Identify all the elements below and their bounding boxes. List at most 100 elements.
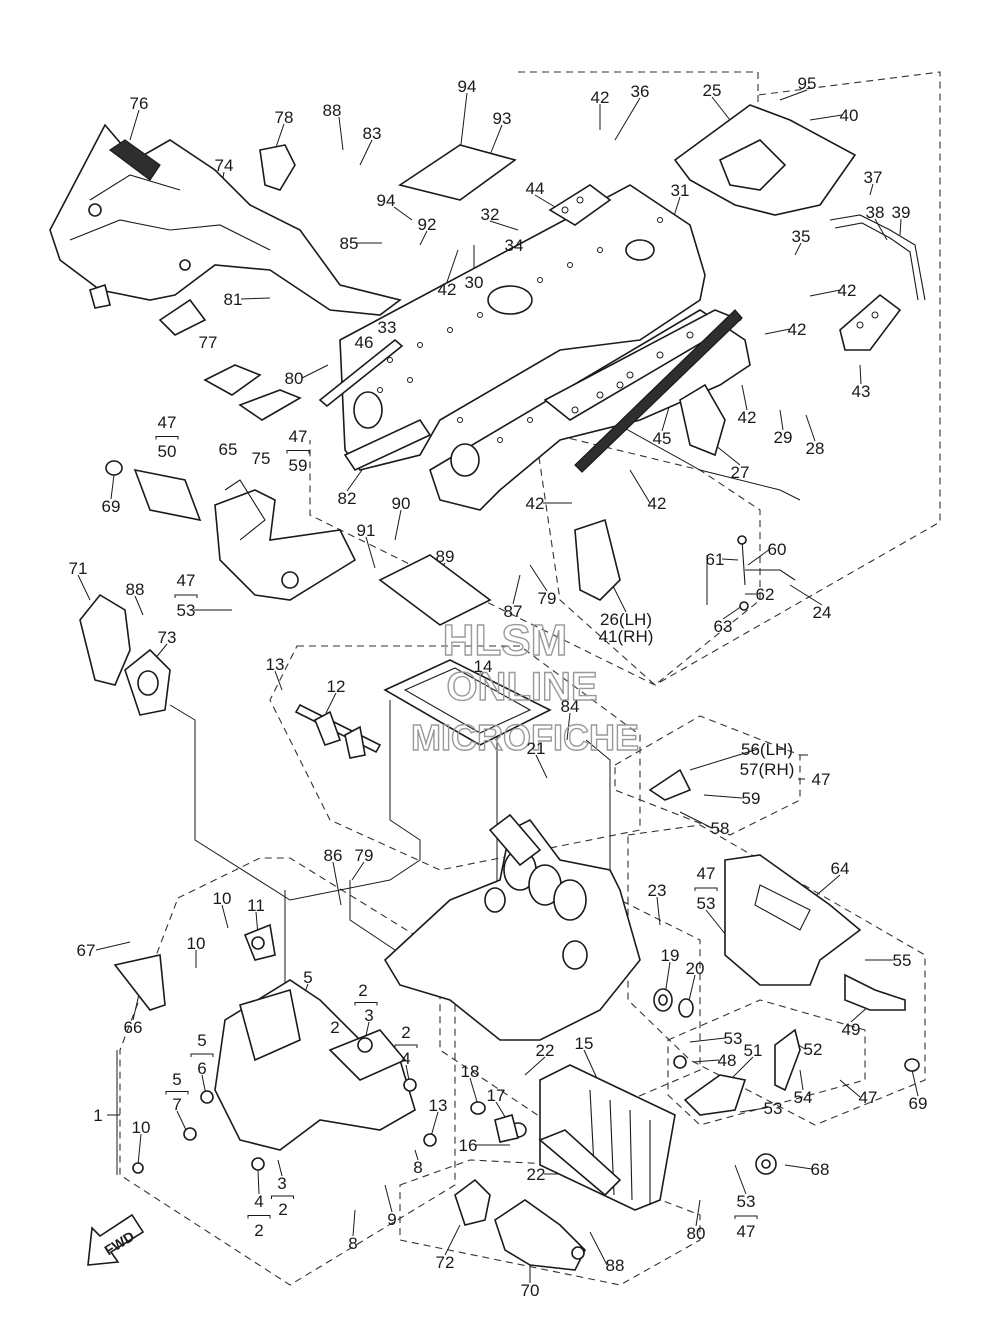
- callout-label-c47c: 47: [177, 571, 196, 590]
- callout-label-c75: 75: [252, 449, 271, 468]
- callout-label-c4a: 4: [401, 1049, 410, 1068]
- callout-label-c79a: 79: [538, 589, 557, 608]
- callout-label-c45: 45: [653, 429, 672, 448]
- callout-label-c68: 68: [811, 1160, 830, 1179]
- callout-label-c47d: 47: [812, 770, 831, 789]
- callout-label-c47f: 47: [859, 1088, 878, 1107]
- callout-label-c14: 14: [474, 657, 493, 676]
- callout-label-c10c: 10: [132, 1118, 151, 1137]
- callout-label-c86: 86: [324, 846, 343, 865]
- callout-label-c73: 73: [158, 628, 177, 647]
- callout-label-c18: 18: [461, 1062, 480, 1081]
- group-bar-5: [394, 1044, 418, 1048]
- callout-label-c2b: 2: [330, 1018, 339, 1037]
- callout-label-c39: 39: [892, 203, 911, 222]
- callout-label-c50: 50: [158, 442, 177, 461]
- callout-label-c42g: 42: [648, 494, 667, 513]
- callout-label-c61: 61: [706, 550, 725, 569]
- callout-label-c72: 72: [436, 1253, 455, 1272]
- callout-label-c92: 92: [418, 215, 437, 234]
- callout-label-c80a: 80: [285, 369, 304, 388]
- callout-label-c2e: 2: [254, 1221, 263, 1240]
- callout-label-c3a: 3: [364, 1006, 373, 1025]
- callout-label-c52: 52: [804, 1040, 823, 1059]
- plate-77-75: [203, 364, 302, 421]
- group-bar-0: [155, 436, 179, 440]
- callout-label-c58: 58: [711, 819, 730, 838]
- callout-label-c12: 12: [327, 677, 346, 696]
- callout-label-c95: 95: [798, 74, 817, 93]
- front-frame-upper: [383, 813, 641, 1041]
- cover-72-70: [454, 1178, 586, 1271]
- callout-label-c87: 87: [504, 602, 523, 621]
- callout-label-c62: 62: [756, 585, 775, 604]
- callout-label-c44: 44: [526, 179, 545, 198]
- callout-label-c57: 57(RH): [740, 760, 795, 779]
- bracket-64-49: [724, 854, 920, 1072]
- callout-label-c36: 36: [631, 82, 650, 101]
- watermark: HLSM ONLINE MICROFICHE: [410, 615, 639, 758]
- callout-label-c47e: 47: [697, 864, 716, 883]
- callout-label-c27: 27: [731, 463, 750, 482]
- callout-label-c7: 7: [172, 1095, 181, 1114]
- callout-label-c47b: 47: [289, 427, 308, 446]
- callout-label-c20: 20: [686, 959, 705, 978]
- callout-label-c54: 54: [794, 1088, 813, 1107]
- bracket-11-66: [113, 923, 276, 1011]
- group-bar-2: [174, 594, 198, 598]
- callout-label-c77: 77: [199, 333, 218, 352]
- callout-label-c41: 41(RH): [599, 627, 654, 646]
- callout-label-c94a: 94: [458, 77, 477, 96]
- callout-label-c16: 16: [459, 1136, 478, 1155]
- callout-label-c80b: 80: [687, 1224, 706, 1243]
- bracket-89-14: [378, 554, 552, 746]
- callout-label-c42a: 42: [591, 88, 610, 107]
- callout-label-c2c: 2: [401, 1023, 410, 1042]
- running-board-45: [543, 309, 743, 473]
- callout-label-c93: 93: [493, 109, 512, 128]
- callout-label-c82: 82: [338, 489, 357, 508]
- callout-label-c81: 81: [224, 290, 243, 309]
- callout-label-c53b: 53: [697, 894, 716, 913]
- callout-label-c79b: 79: [355, 846, 374, 865]
- hose-16-18: [470, 1101, 527, 1143]
- callout-label-c11: 11: [247, 896, 265, 915]
- watermark-line-3: MICROFICHE: [411, 717, 639, 758]
- callout-label-c38: 38: [866, 203, 885, 222]
- callout-label-c2a: 2: [358, 981, 367, 1000]
- callout-label-c46: 46: [355, 333, 374, 352]
- cover-71-73: [79, 593, 171, 716]
- callout-label-c47a: 47: [158, 413, 177, 432]
- callout-label-c51: 51: [744, 1041, 763, 1060]
- group-bar-10: [734, 1215, 758, 1219]
- callout-label-c9: 9: [387, 1210, 396, 1229]
- callout-label-c30: 30: [465, 273, 484, 292]
- callout-label-c88c: 88: [606, 1256, 625, 1275]
- group-bar-9: [247, 1215, 271, 1219]
- callout-label-c74: 74: [215, 156, 234, 175]
- callout-label-c24: 24: [813, 603, 832, 622]
- callout-label-c37: 37: [864, 168, 883, 187]
- callout-label-c66: 66: [124, 1018, 143, 1037]
- callout-label-c83: 83: [363, 124, 382, 143]
- rod-61-60: [737, 535, 796, 611]
- range-markers: [116, 555, 808, 1175]
- bracket-56-57: [648, 768, 692, 801]
- group-bar-1: [286, 450, 310, 454]
- callout-label-c6: 6: [197, 1059, 206, 1078]
- callout-label-c8b: 8: [348, 1234, 357, 1253]
- callout-label-c48: 48: [718, 1051, 737, 1070]
- callout-label-c55: 55: [893, 951, 912, 970]
- cover-93: [398, 144, 517, 201]
- callout-label-c35: 35: [792, 227, 811, 246]
- bracket-50-65: [105, 460, 357, 601]
- callout-label-c53d: 53: [764, 1099, 783, 1118]
- callout-label-c1: 1: [93, 1106, 102, 1125]
- callout-label-c32: 32: [481, 205, 500, 224]
- callout-label-c5b: 5: [197, 1031, 206, 1050]
- callout-label-c5c: 5: [172, 1070, 181, 1089]
- footrest-44-43: [548, 184, 902, 351]
- rail-46-82: [318, 338, 432, 472]
